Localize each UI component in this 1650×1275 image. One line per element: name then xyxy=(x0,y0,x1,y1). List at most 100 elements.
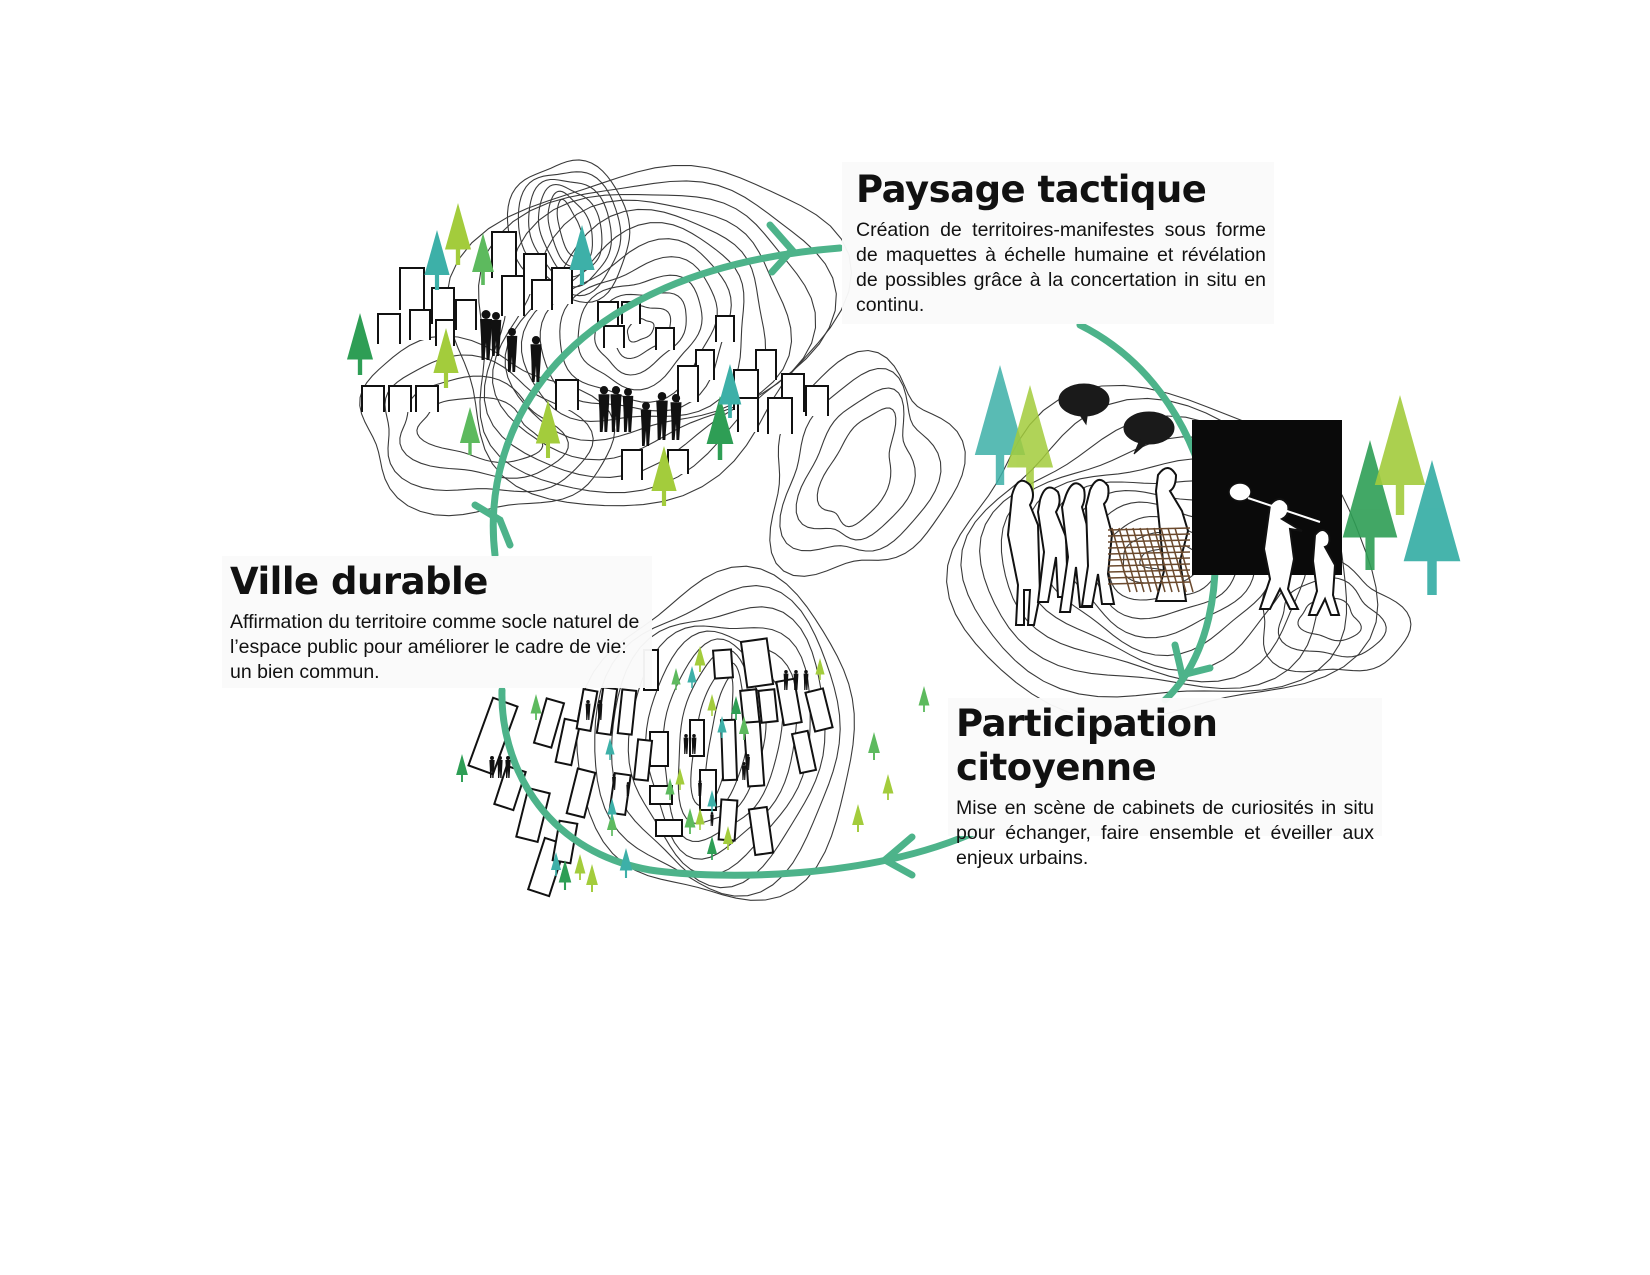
building-icon xyxy=(677,365,699,402)
tree-icon xyxy=(707,790,717,812)
building-icon xyxy=(621,449,643,480)
building-icon xyxy=(565,767,597,819)
tree-icon xyxy=(718,364,742,418)
building-icon xyxy=(632,738,654,782)
building-icon xyxy=(790,729,818,775)
person-icon xyxy=(746,754,750,770)
tree-icon xyxy=(665,778,675,800)
person-icon xyxy=(741,762,747,780)
building-icon xyxy=(655,327,675,350)
contour-line xyxy=(478,180,837,494)
building-icon xyxy=(804,687,834,733)
building-icon xyxy=(747,805,775,857)
building-icon xyxy=(603,325,625,348)
contour-line xyxy=(1297,597,1362,642)
stage-ville-durable: Ville durable Affirmation du territoire … xyxy=(222,556,652,688)
tree-icon xyxy=(569,225,595,285)
building-icon xyxy=(649,731,669,767)
contour-line xyxy=(399,375,569,479)
person-icon xyxy=(710,812,714,826)
building-icon xyxy=(551,267,573,304)
person-icon xyxy=(626,782,630,796)
tree-icon xyxy=(456,754,468,782)
tree-icon xyxy=(1342,440,1398,570)
person-icon xyxy=(530,336,542,382)
tree-icon xyxy=(717,716,727,738)
building-icon xyxy=(739,637,775,689)
building-icon xyxy=(711,648,735,680)
person-icon xyxy=(683,734,689,754)
stage-title: Participation citoyenne xyxy=(956,702,1218,789)
tree-icon xyxy=(1006,385,1054,495)
arrowhead-bottom xyxy=(878,833,916,879)
contour-line xyxy=(795,387,916,541)
building-icon xyxy=(757,688,779,724)
contour-line xyxy=(645,630,798,860)
tree-icon xyxy=(706,836,718,860)
person-icon xyxy=(489,756,495,778)
building-icon xyxy=(616,688,638,736)
tree-icon xyxy=(605,738,615,760)
tree-icon xyxy=(687,666,697,688)
tree-icon xyxy=(852,804,864,832)
tree-icon xyxy=(619,848,633,878)
speech-bubble-icon xyxy=(1058,383,1321,523)
tree-icon xyxy=(1374,395,1426,515)
person-icon xyxy=(480,310,492,360)
person-icon xyxy=(640,402,652,446)
building-icon xyxy=(377,313,401,344)
tree-icon xyxy=(433,328,459,388)
tree-icon xyxy=(550,852,562,876)
building-icon xyxy=(555,379,579,410)
building-icon xyxy=(737,397,759,432)
stage-paysage-tactique: Paysage tactique Création de territoires… xyxy=(842,162,1274,324)
tree-icon xyxy=(459,407,481,455)
building-icon xyxy=(775,677,803,727)
building-icon xyxy=(388,385,412,412)
person-icon xyxy=(691,734,697,754)
person-icon xyxy=(612,774,616,790)
tree-icon xyxy=(424,230,450,290)
building-icon xyxy=(501,275,525,316)
stage-participation-citoyenne: Participation citoyenne Mise en scène de… xyxy=(948,698,1382,869)
tree-icon xyxy=(651,446,677,506)
person-icon xyxy=(670,394,682,440)
person-icon xyxy=(698,780,702,796)
contour-line xyxy=(492,199,793,461)
contour-line xyxy=(769,349,966,577)
tree-icon xyxy=(535,400,561,458)
tree-icon xyxy=(974,365,1026,485)
building-icon xyxy=(655,819,683,837)
person-icon xyxy=(610,386,622,432)
contour-line xyxy=(816,407,897,528)
building-icon xyxy=(715,315,735,342)
contour-line xyxy=(483,193,817,478)
contour-line xyxy=(517,171,622,297)
tree-icons xyxy=(346,203,1461,892)
stage-description: Mise en scène de cabinets de curiosités … xyxy=(956,797,1374,869)
tree-icon xyxy=(730,696,742,720)
stage-title: Paysage tactique xyxy=(856,168,1207,211)
person-icon xyxy=(497,756,503,778)
contour-line xyxy=(384,354,594,493)
contour-line xyxy=(704,676,734,798)
cycle-arc-top xyxy=(489,244,844,559)
person-icon xyxy=(622,388,634,432)
building-icon xyxy=(554,717,582,767)
contour-line xyxy=(577,274,703,391)
building-icon xyxy=(742,720,766,788)
building-icon xyxy=(531,279,553,310)
tree-icon xyxy=(1403,460,1461,595)
person-icon xyxy=(505,756,511,778)
tree-icon xyxy=(558,860,572,890)
building-icon xyxy=(455,299,477,330)
tree-icon xyxy=(606,812,618,836)
arrowhead-left xyxy=(471,501,514,549)
tree-icon xyxy=(472,233,494,285)
person-icon xyxy=(783,670,789,690)
contour-line xyxy=(1277,577,1387,658)
tree-icon xyxy=(868,732,880,760)
contour-line xyxy=(539,238,732,412)
person-icon xyxy=(598,386,610,432)
tree-icon xyxy=(695,808,705,830)
